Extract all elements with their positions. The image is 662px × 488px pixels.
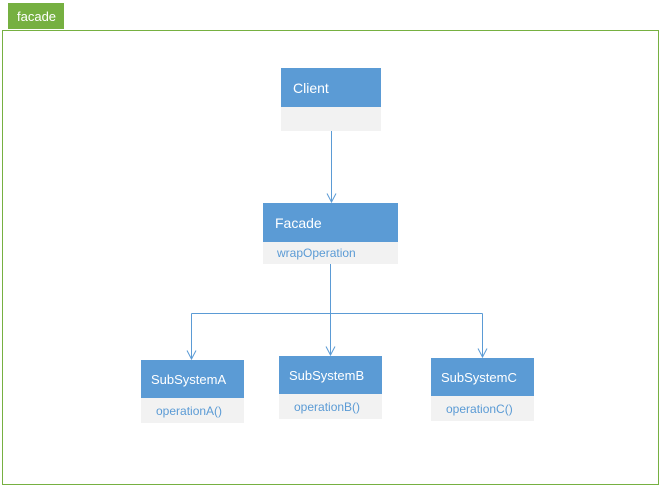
arrowhead-into-facade — [326, 193, 337, 204]
node-subsystem-b-body: operationB() — [279, 394, 382, 419]
node-client-title: Client — [293, 79, 329, 96]
canvas-border — [2, 30, 659, 485]
connector-facade-subsystems[interactable] — [186, 264, 488, 361]
node-subsystem-a-operation: operationA() — [156, 403, 223, 418]
tab-label: facade — [17, 8, 57, 24]
node-facade-title: Facade — [275, 214, 322, 231]
node-subsystem-a[interactable]: SubSystemA operationA() — [141, 360, 244, 423]
arrowhead-into-subsystem-c — [477, 348, 488, 359]
node-subsystem-c[interactable]: SubSystemC operationC() — [431, 358, 534, 421]
node-facade-operation: wrapOperation — [277, 246, 356, 260]
node-client-header: Client — [281, 68, 381, 107]
node-subsystem-c-body: operationC() — [431, 396, 534, 421]
node-subsystem-c-header: SubSystemC — [431, 358, 534, 396]
node-subsystem-c-title: SubSystemC — [441, 369, 517, 385]
node-client[interactable]: Client — [281, 68, 381, 131]
node-facade-body: wrapOperation — [263, 242, 398, 264]
node-subsystem-a-header: SubSystemA — [141, 360, 244, 398]
node-facade[interactable]: Facade wrapOperation — [263, 203, 398, 264]
node-client-body — [281, 107, 381, 131]
tab-facade[interactable]: facade — [8, 3, 64, 29]
node-subsystem-b[interactable]: SubSystemB operationB() — [279, 356, 382, 419]
node-subsystem-b-header: SubSystemB — [279, 356, 382, 394]
node-subsystem-a-title: SubSystemA — [151, 371, 227, 387]
connector-client-facade[interactable] — [326, 131, 337, 204]
node-subsystem-a-body: operationA() — [141, 398, 244, 423]
node-facade-header: Facade — [263, 203, 398, 242]
node-subsystem-b-title: SubSystemB — [289, 367, 365, 383]
arrowhead-into-subsystem-b — [325, 346, 336, 357]
node-subsystem-b-operation: operationB() — [294, 399, 361, 414]
arrowhead-into-subsystem-a — [186, 350, 197, 361]
node-subsystem-c-operation: operationC() — [446, 401, 513, 416]
